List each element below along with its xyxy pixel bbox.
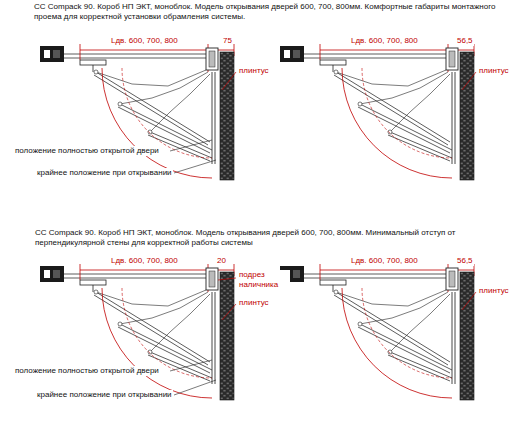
dimension-value: 20 (216, 256, 227, 266)
door-mechanism (40, 44, 234, 180)
door-mechanism (280, 44, 474, 180)
dimension-value: 56,5 (456, 256, 474, 266)
leader-lines (170, 140, 216, 395)
position-note: положение полностью открытой двери (14, 366, 160, 376)
position-note: положение полностью открытой двери (14, 146, 160, 156)
dimension-value: 56,5 (456, 36, 474, 46)
plinth-label: плинтус (238, 298, 270, 308)
dimension-label: Lдв. 600, 700, 800 (350, 36, 419, 46)
plinth-label: плинтус (478, 66, 510, 76)
position-note: крайнее положение при открывании (36, 390, 173, 400)
dimension-value: 75 (222, 36, 233, 46)
casing-cut-label: подрез наличника (238, 270, 290, 290)
leader-lines (218, 72, 476, 320)
door-mechanism (280, 264, 474, 400)
position-note: крайнее положение при открывании (36, 168, 173, 178)
plinth-label: плинтус (238, 66, 270, 76)
door-mechanism (40, 264, 234, 400)
dimension-label: Lдв. 600, 700, 800 (350, 256, 419, 266)
plinth-label: плинтус (478, 286, 510, 296)
diagram-title: СС Compack 90. Короб НП ЭКТ, моноблок. М… (34, 2, 512, 22)
dimension-label: Lдв. 600, 700, 800 (110, 256, 179, 266)
section-heading: СС Compack 90. Короб НП ЭКТ, моноблок. М… (34, 228, 514, 248)
dimension-label: Lдв. 600, 700, 800 (110, 36, 179, 46)
